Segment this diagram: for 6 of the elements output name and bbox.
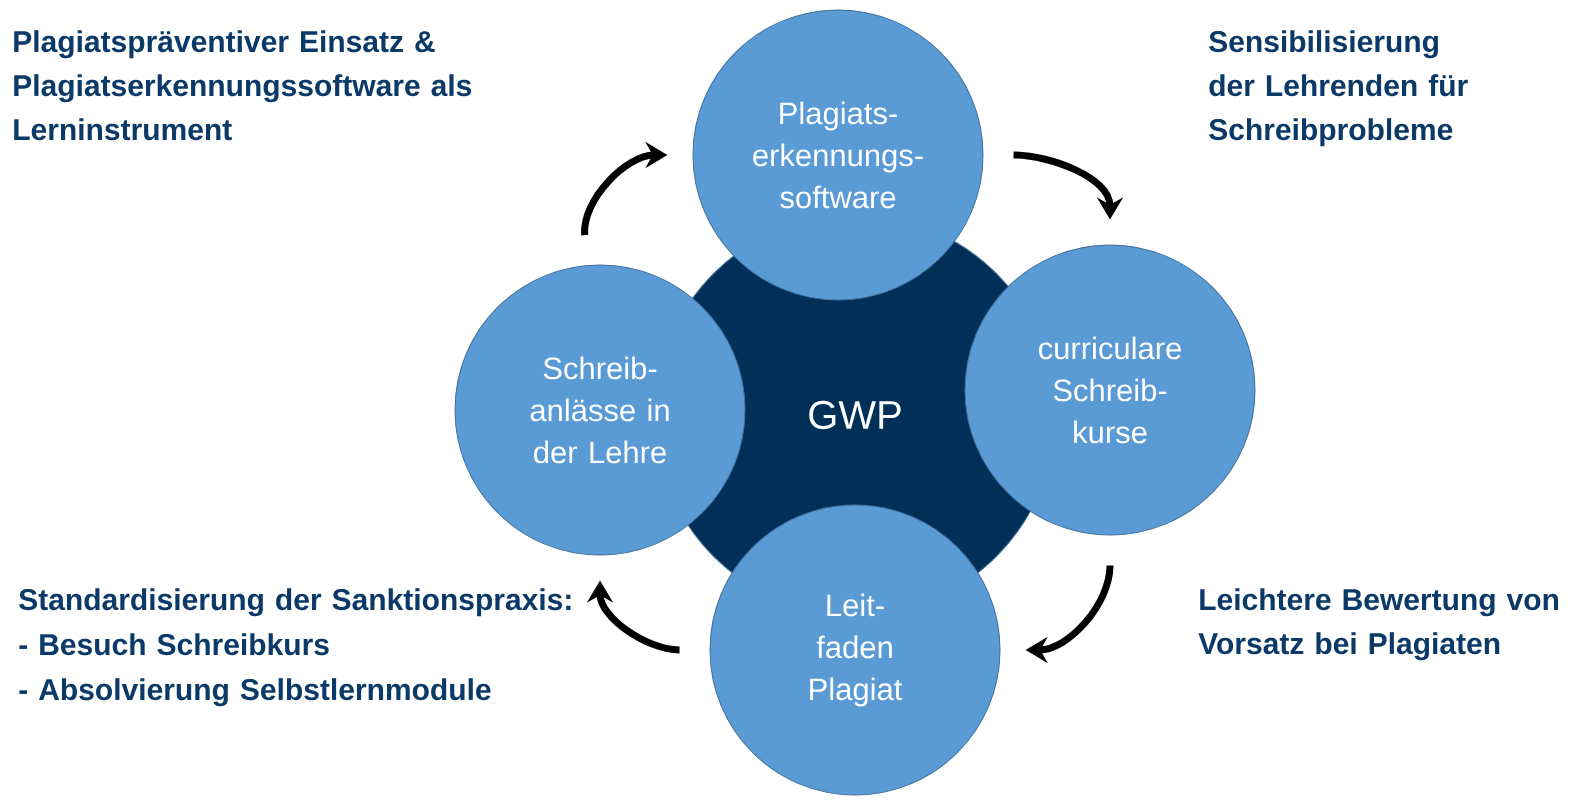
annotation-text: Leichtere Bewertung von Vorsatz bei Plagiaten bbox=[1198, 588, 1559, 661]
annotation-text: Sensibilisierung der Lehrenden für Schreibprobleme bbox=[1209, 30, 1468, 147]
annotation-text: Standardisierung der Sanktionspraxis: bbox=[19, 588, 571, 617]
annotation-text: - Besuch Schreibkurs bbox=[19, 633, 329, 656]
annotation-text: - Absolvierung Selbstlernmodule bbox=[19, 678, 491, 707]
annotation-text: Plagiatspräventiver Einsatz & Plagiatserkennungssoftware als Lerninstrument bbox=[14, 30, 472, 141]
